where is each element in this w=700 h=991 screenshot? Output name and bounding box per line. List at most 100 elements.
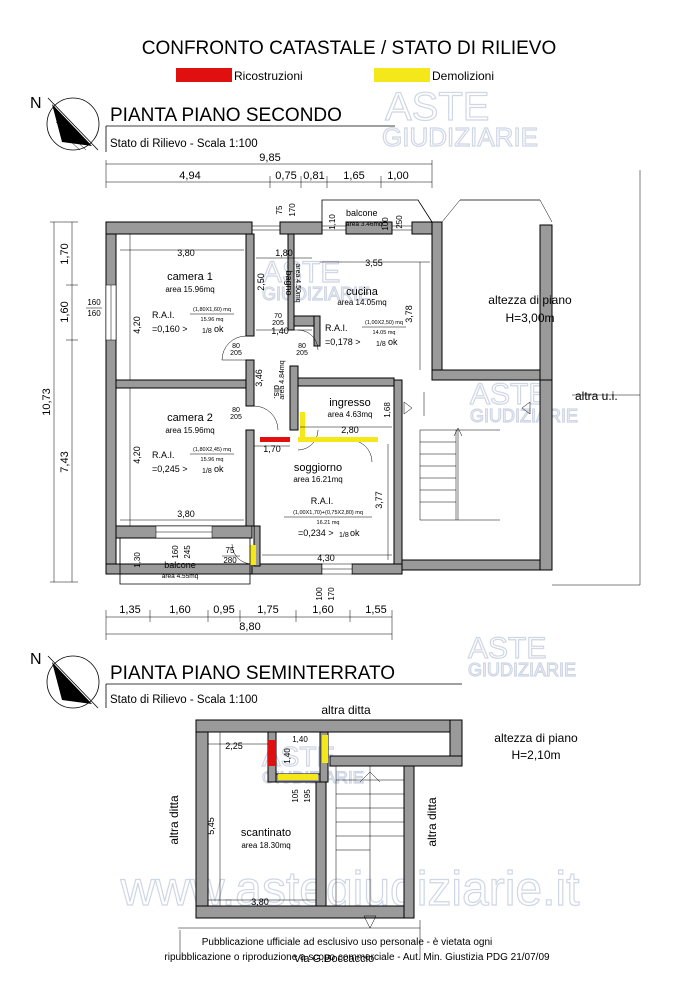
watermark-aste-3: ASTE [470,378,548,411]
svg-text:area 4.63mq: area 4.63mq [328,410,373,419]
room-bagno: 1,80 bagno area 4.50mq 2,50 70 205 1,40 … [256,203,312,336]
svg-text:170: 170 [288,203,297,217]
svg-text:R.A.I.: R.A.I. [311,496,334,506]
watermark-giudiziarie-1: GIUDIZIARIE [382,122,538,152]
svg-text:3,55: 3,55 [365,258,383,268]
dim-left-2: 1,60 [59,301,71,322]
svg-text:area 16.21mq: area 16.21mq [293,475,342,484]
second-floor-windows [105,225,412,575]
room-ingresso: ingresso area 4.63mq 2,80 1,68 [300,397,392,435]
demolition-mark-2f-b [298,437,378,442]
svg-text:75: 75 [226,546,235,555]
legend-red-swatch [176,68,232,82]
svg-text:=0,178 >: =0,178 > [325,337,361,347]
basement-height-label: altezza di piano [494,731,578,745]
svg-text:1,40: 1,40 [271,326,289,336]
svg-text:1/8: 1/8 [339,532,349,539]
room-scantinato: 2,25 1,40 1,40 105 195 scantinato area 1… [206,732,316,907]
svg-text:area 4.50mq: area 4.50mq [294,263,301,302]
svg-text:170: 170 [327,587,336,601]
svg-text:205: 205 [230,414,242,421]
svg-text:3,78: 3,78 [404,305,414,323]
svg-text:2,50: 2,50 [256,273,266,291]
svg-text:camera 1: camera 1 [167,271,213,283]
demolition-mark-2f-a [300,412,305,438]
svg-text:1/8: 1/8 [376,341,386,348]
svg-text:1,60: 1,60 [312,604,333,616]
svg-text:4,30: 4,30 [317,553,335,563]
svg-text:3,46: 3,46 [254,369,264,387]
bottom-dimensions: 1,35 1,60 0,95 1,75 1,60 1,55 8,80 [105,604,393,640]
svg-text:80: 80 [232,407,240,414]
second-floor-title: PIANTA PIANO SECONDO [110,105,342,126]
room-cucina: 3,55 cucina area 14.05mq R.A.I. (1,00X2,… [320,258,430,370]
svg-text:balcone: balcone [164,560,196,570]
svg-text:16.21 mq: 16.21 mq [317,520,340,526]
svg-text:3,80: 3,80 [177,509,195,519]
footer-line-1: Pubblicazione ufficiale ad esclusivo uso… [202,937,493,948]
dim-left-3: 7,43 [59,451,71,472]
svg-text:1,40: 1,40 [292,735,308,744]
right-context [423,170,641,586]
watermark-aste-4: ASTE [468,632,546,665]
balcony-bottom: balcone area 4.55mq 1,30 160 245 75 280 … [119,538,336,601]
basement-title: PIANTA PIANO SEMINTERRATO [110,663,395,684]
dim-top-2: 0,75 [275,170,296,182]
second-floor-walls [105,221,553,575]
svg-text:205: 205 [230,350,242,357]
svg-text:R.A.I.: R.A.I. [152,450,175,460]
watermark-giudiziarie-3: GIUDIZIARIE [470,406,578,426]
dim-left-window-1: 160 [87,298,101,307]
svg-text:5,45: 5,45 [206,817,216,835]
svg-text:2,80: 2,80 [341,425,359,435]
svg-text:1,68: 1,68 [383,402,392,418]
dim-left-window-2: 160 [87,309,101,318]
svg-text:75: 75 [275,205,284,214]
dim-left-total: 10,73 [41,388,53,416]
svg-text:ok: ok [214,464,224,474]
svg-text:cucina: cucina [346,286,379,298]
dim-top-total: 9,85 [259,152,280,164]
reconstruction-mark-2f [260,437,290,442]
balcony-top-name: balcone [346,208,378,218]
other-unit-label: altra u.i. [575,389,618,403]
basement-altra-ditta-left: altra ditta [167,795,181,845]
svg-text:3,80: 3,80 [251,897,269,907]
basement-altra-ditta-right: altra ditta [425,797,439,847]
balcony-top: balcone area 3.46mq 1,10 100 250 [321,199,553,231]
watermark-aste-2: ASTE [262,256,340,289]
watermark-giudiziarie-4: GIUDIZIARIE [468,660,576,680]
top-dimensions: 9,85 4,94 0,75 0,81 1,65 1,00 [105,152,433,188]
svg-text:area 15.96mq: area 15.96mq [165,426,214,435]
svg-text:2,25: 2,25 [225,741,243,751]
svg-text:205: 205 [296,350,308,357]
svg-text:area 15.96mq: area 15.96mq [165,285,214,294]
svg-text:=0,160 >: =0,160 > [152,324,188,334]
svg-text:195: 195 [303,789,312,803]
svg-text:soggiorno: soggiorno [294,462,342,474]
room-camera-2: camera 2 area 15.96mq R.A.I. (1,80X2,45)… [120,388,244,526]
room-soggiorno: soggiorno area 16.21mq R.A.I. (1,00X1,70… [262,444,392,563]
svg-text:1,40: 1,40 [283,748,292,764]
balcony-top-area: area 3.46mq [346,221,383,228]
second-floor-height-value: H=3,00m [505,311,554,325]
dim-top-5: 1,00 [387,170,408,182]
north-arrow-icon-2: N [30,651,100,709]
svg-text:8,80: 8,80 [239,621,260,633]
svg-text:R.A.I.: R.A.I. [325,323,348,333]
svg-text:100: 100 [315,587,324,601]
footer-line-2: ripubblicazione o riproduzione a scopo c… [164,952,550,963]
svg-text:3,80: 3,80 [177,248,195,258]
demolition-mark-basement-a [322,735,328,763]
svg-text:245: 245 [183,545,192,559]
reconstruction-mark-basement [268,740,276,766]
svg-text:=0,234 >: =0,234 > [298,528,334,538]
svg-text:1,70: 1,70 [263,444,281,454]
basement-context-lines [178,920,421,960]
svg-text:15.96 mq: 15.96 mq [201,457,224,463]
balcony-top-dim-3: 250 [395,215,404,229]
dim-top-1: 4,94 [179,170,200,182]
second-floor-height-label: altezza di piano [488,293,572,307]
svg-text:105: 105 [291,789,300,803]
north-label: N [30,95,42,112]
